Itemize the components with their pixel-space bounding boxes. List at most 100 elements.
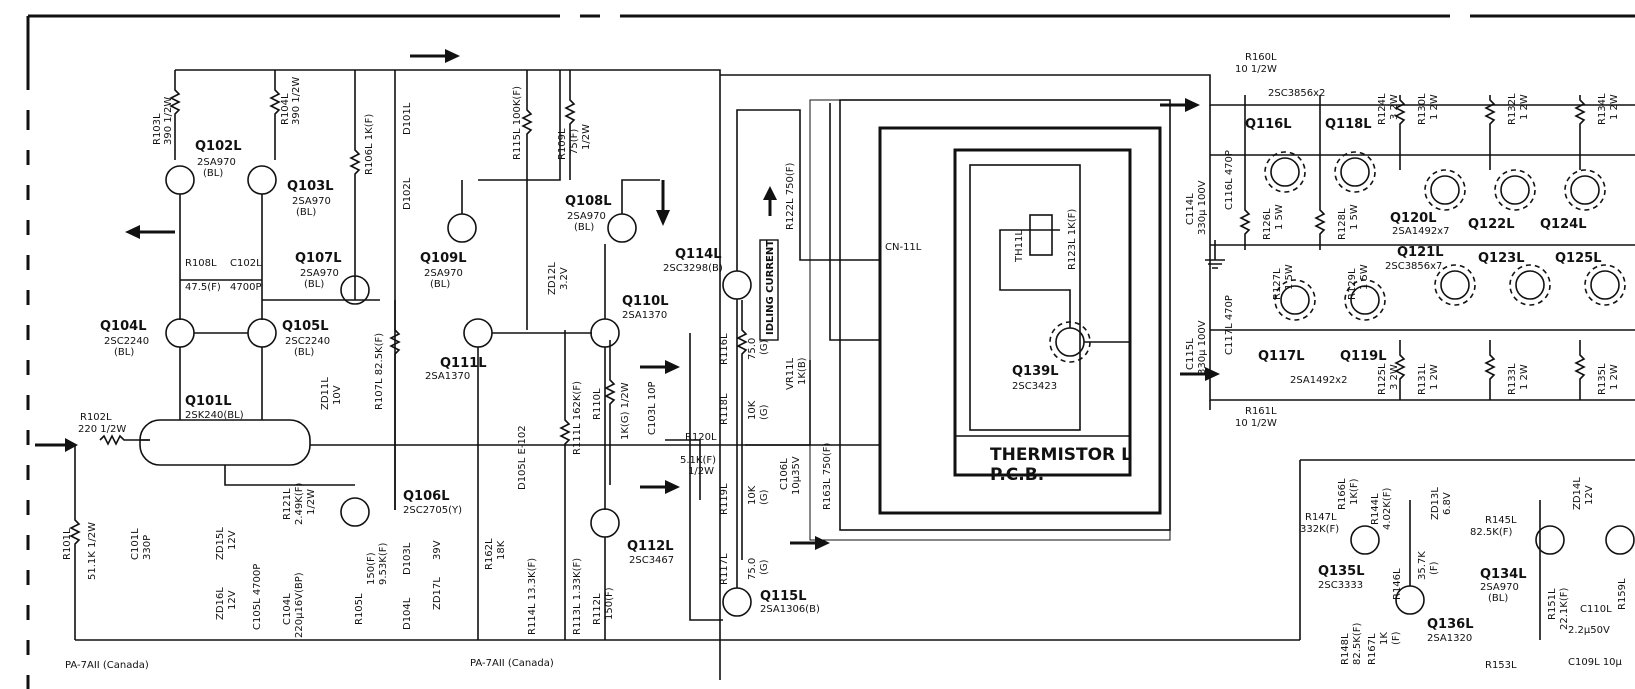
r134-value: 1 2W: [1609, 94, 1620, 120]
q124-name: Q124L: [1540, 217, 1586, 232]
q110-name: Q110L: [622, 294, 668, 309]
q134-extra: (BL): [1488, 593, 1508, 604]
c104-value: 220μ16V(BP): [294, 572, 305, 638]
r121-label: R121L: [282, 488, 293, 520]
r128-value: 1 5W: [1349, 204, 1360, 230]
r116-value: 75.0: [747, 338, 758, 360]
zd15-label: ZD15L: [215, 527, 226, 560]
q115-name: Q115L: [760, 589, 806, 604]
r167-tol: (F): [1391, 631, 1402, 645]
r133-label: R133L: [1507, 363, 1518, 395]
q112-type: 2SC3467: [629, 555, 674, 566]
th11-label: TH11L: [1014, 230, 1025, 263]
q115-type: 2SA1306(B): [760, 604, 820, 615]
q121-type: 2SC3856x7: [1385, 261, 1442, 272]
q110-type: 2SA1370: [622, 310, 667, 321]
q106-name: Q106L: [403, 489, 449, 504]
r145-label: R145L: [1485, 515, 1517, 526]
q109-extra: (BL): [430, 279, 450, 290]
r101-value: 51.1K 1/2W: [87, 522, 98, 580]
r105-value2: 9.53K(F): [378, 543, 389, 585]
c115-value: 330μ 100V: [1197, 320, 1208, 375]
q139-type: 2SC3423: [1012, 381, 1057, 392]
c102-label: C102L: [230, 258, 262, 269]
q118-name: Q118L: [1325, 117, 1371, 132]
r130-value: 1 2W: [1429, 94, 1440, 120]
q117-type-label: 2SA1492x2: [1290, 375, 1347, 386]
r114-label: R114L 13.3K(F): [527, 558, 538, 635]
q104-type: 2SC2240: [104, 336, 149, 347]
zd17-value: 39V: [432, 540, 443, 560]
r144-value: 4.02K(F): [1382, 488, 1393, 530]
c110-value: 2.2μ50V: [1568, 625, 1610, 636]
q108-extra: (BL): [574, 222, 594, 233]
r113-label: R113L 1.33K(F): [572, 558, 583, 635]
r161-label: R161L: [1245, 406, 1277, 417]
q102-name: Q102L: [195, 139, 241, 154]
r110-value: 1K(G) 1/2W: [620, 382, 631, 440]
sheet-border: [26, 14, 1635, 689]
q114-type: 2SC3298(B): [663, 263, 723, 274]
c103-label: C103L 10P: [647, 381, 658, 435]
r131-value: 1 2W: [1429, 364, 1440, 390]
d101-label: D101L: [402, 102, 413, 135]
r123-label: R123L 1K(F): [1067, 209, 1078, 270]
q121-name: Q121L: [1397, 245, 1443, 260]
q120-name: Q120L: [1390, 211, 1436, 226]
r109-value: 75(F): [569, 129, 580, 155]
r134-label: R134L: [1597, 93, 1608, 125]
c106-value: 10μ35V: [791, 456, 802, 495]
r162-value: 18K: [496, 540, 507, 560]
q104-extra: (BL): [114, 347, 134, 358]
q107-type: 2SA970: [300, 268, 339, 279]
c114-label: C114L: [1185, 193, 1196, 225]
q101-type: 2SK240(BL): [185, 410, 244, 421]
q112-name: Q112L: [627, 539, 673, 554]
signal-arrows: [35, 49, 1220, 550]
q119-name: Q119L: [1340, 349, 1386, 364]
zd12-value: 3.2V: [559, 267, 570, 290]
supply-rails: [75, 69, 1635, 680]
r119-label: R119L: [719, 483, 730, 515]
vr11-label: VR11L: [785, 357, 796, 390]
q134-name: Q134L: [1480, 567, 1526, 582]
q114-name: Q114L: [675, 247, 721, 262]
r128-label: R128L: [1337, 208, 1348, 240]
r148-value: 82.5K(F): [1352, 623, 1363, 665]
c116-label: C116L 470P: [1224, 150, 1235, 210]
r129-label: R129L: [1347, 268, 1358, 300]
ground-symbol: [1205, 240, 1225, 269]
wires: [140, 70, 1635, 640]
q102-type: 2SA970: [197, 157, 236, 168]
r122-label: R122L 750(F): [785, 162, 796, 230]
q104-name: Q104L: [100, 319, 146, 334]
q111-type: 2SA1370: [425, 371, 470, 382]
q123-name: Q123L: [1478, 251, 1524, 266]
zd13-label: ZD13L: [1430, 487, 1441, 520]
r103-label: R103L: [152, 113, 163, 145]
zd15-value: 12V: [227, 530, 238, 550]
q136-name: Q136L: [1427, 617, 1473, 632]
r160-value: 10 1/2W: [1235, 64, 1277, 75]
zd11-value: 10V: [332, 385, 343, 405]
vr11-value: 1K(B): [797, 357, 808, 385]
c110-label: C110L: [1580, 604, 1612, 615]
zd11-label: ZD11L: [320, 377, 331, 410]
r103-value: 390 1/2W: [163, 97, 174, 145]
r148-label: R148L: [1340, 633, 1351, 665]
idling-current-label: IDLING CURRENT: [765, 240, 776, 335]
r112-value: 150(F): [604, 587, 615, 620]
r117-label: R117L: [719, 553, 730, 585]
r167-label: R167L: [1367, 633, 1378, 665]
r135-label: R135L: [1597, 363, 1608, 395]
r125-label: R125L: [1377, 363, 1388, 395]
q107-extra: (BL): [304, 279, 324, 290]
q134-type: 2SA970: [1480, 582, 1519, 593]
c105-label: C105L 4700P: [252, 564, 263, 630]
d104-label: D104L: [402, 597, 413, 630]
r126-label: R126L: [1262, 208, 1273, 240]
q103-type: 2SA970: [292, 196, 331, 207]
c117-label: C117L 470P: [1224, 295, 1235, 355]
r104-label: R104L: [280, 93, 291, 125]
